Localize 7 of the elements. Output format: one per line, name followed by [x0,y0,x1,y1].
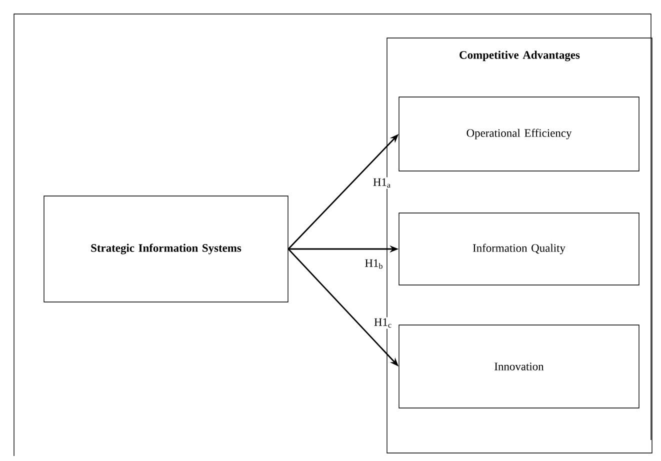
edge-label: H1$_{c}$ [372,317,394,329]
edge-label: H1$_{a}$ [372,177,392,189]
edge-label: H1$_{b}$ [364,258,384,270]
process-box: Information Quality [398,212,640,286]
process-box: Innovation [398,324,640,408]
process-box: Strategic Information Systems [44,196,288,302]
process-box: Operational Efficiency [398,96,640,172]
